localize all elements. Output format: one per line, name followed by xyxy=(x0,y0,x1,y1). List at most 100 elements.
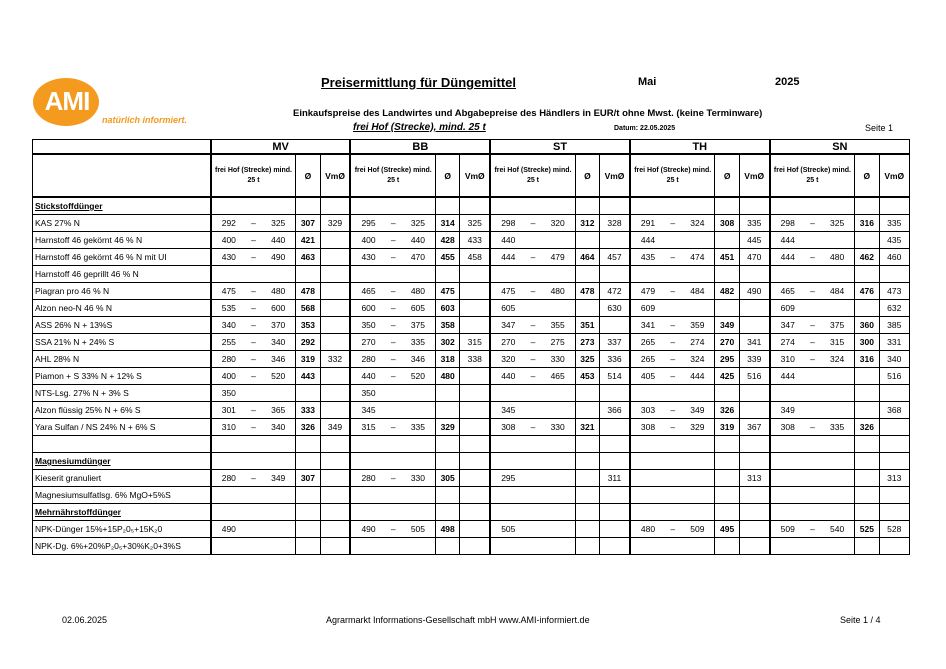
price-range: 465–480 xyxy=(349,282,437,300)
prev-month-average: 349 xyxy=(319,418,351,436)
empty-cell xyxy=(319,452,351,470)
empty-cell xyxy=(854,503,880,521)
range-dash: – xyxy=(251,303,256,313)
price-average: 498 xyxy=(435,520,461,538)
range-max: 349 xyxy=(271,473,286,483)
range-max: 340 xyxy=(271,337,286,347)
range-dash: – xyxy=(251,422,256,432)
price-range: 440–465 xyxy=(489,367,576,385)
prev-month-average: 325 xyxy=(459,214,491,232)
price-average: 462 xyxy=(854,248,880,266)
prev-month-average: 472 xyxy=(599,282,631,300)
price-average xyxy=(574,384,601,402)
price-average: 603 xyxy=(435,299,461,317)
empty-cell xyxy=(574,196,601,215)
range-dash: – xyxy=(530,371,536,381)
range-dash: – xyxy=(251,354,256,364)
range-dash: – xyxy=(390,473,396,483)
range-max: 375 xyxy=(410,320,426,330)
prev-month-average: 460 xyxy=(878,248,911,266)
price-range: 308–335 xyxy=(768,418,856,436)
empty-cell xyxy=(878,452,911,470)
prev-month-average: 528 xyxy=(878,520,911,538)
price-average xyxy=(295,537,321,555)
empty-cell xyxy=(878,435,911,453)
range-dash: – xyxy=(670,354,676,364)
prev-month-average: 337 xyxy=(599,333,631,351)
range-dash: – xyxy=(251,235,256,245)
range-max: 440 xyxy=(271,235,286,245)
range-min: 430 xyxy=(221,252,236,262)
range-min: 444 xyxy=(640,235,656,245)
range-max: 444 xyxy=(690,371,705,381)
prev-month-average xyxy=(459,299,491,317)
col-vm-header: VmØ xyxy=(459,153,491,198)
empty-cell xyxy=(209,503,297,521)
price-range: 274–315 xyxy=(768,333,856,351)
range-dash: – xyxy=(390,337,396,347)
col-range-header: frei Hof (Strecke) mind. 25 t xyxy=(628,153,716,198)
range-min: 350 xyxy=(361,320,376,330)
range-min: 609 xyxy=(780,303,795,313)
col-range-header: frei Hof (Strecke) mind. 25 t xyxy=(349,153,437,198)
prev-month-average xyxy=(319,486,351,504)
range-dash: – xyxy=(390,354,396,364)
corner-cell xyxy=(31,153,212,198)
price-average xyxy=(854,384,880,402)
price-average: 480 xyxy=(435,367,461,385)
range-min: 600 xyxy=(361,303,376,313)
range-min: 308 xyxy=(640,422,656,432)
empty-cell xyxy=(599,452,631,470)
range-min: 308 xyxy=(780,422,795,432)
price-average: 478 xyxy=(574,282,601,300)
empty-cell xyxy=(295,452,321,470)
prev-month-average xyxy=(459,316,491,334)
range-min: 280 xyxy=(221,354,236,364)
range-min: 400 xyxy=(361,235,376,245)
price-average: 270 xyxy=(714,333,740,351)
range-dash: – xyxy=(390,524,396,534)
range-min: 430 xyxy=(361,252,376,262)
empty-cell xyxy=(209,196,297,215)
price-range xyxy=(489,486,576,504)
price-average: 319 xyxy=(714,418,740,436)
empty-cell xyxy=(878,196,911,215)
prev-month-average xyxy=(319,520,351,538)
price-average: 326 xyxy=(714,401,740,419)
range-min: 345 xyxy=(501,405,516,415)
price-range: 301–365 xyxy=(209,401,297,419)
range-max: 320 xyxy=(550,218,565,228)
ami-logo: AMI natürlich informiert. xyxy=(33,78,193,128)
column-header-row: frei Hof (Strecke) mind. 25 t Ø VmØ frei Ho… xyxy=(31,153,911,198)
price-range: 509–540 xyxy=(768,520,856,538)
section-label: Mehrnährstoffdünger xyxy=(31,503,212,521)
range-min: 400 xyxy=(221,371,236,381)
range-max: 480 xyxy=(550,286,565,296)
prev-month-average xyxy=(599,418,631,436)
prev-month-average xyxy=(459,265,491,283)
price-range: 291–324 xyxy=(628,214,716,232)
range-dash: – xyxy=(251,286,256,296)
empty-cell xyxy=(768,196,856,215)
price-range: 298–320 xyxy=(489,214,576,232)
price-range: 292–325 xyxy=(209,214,297,232)
section-row: Mehrnährstoffdünger xyxy=(31,503,911,521)
price-average: 333 xyxy=(295,401,321,419)
range-max: 480 xyxy=(830,252,845,262)
prev-month-average xyxy=(319,469,351,487)
range-min: 308 xyxy=(501,422,516,432)
col-avg-header: Ø xyxy=(854,153,880,198)
range-dash: – xyxy=(670,252,676,262)
empty-cell xyxy=(459,503,491,521)
prev-month-average xyxy=(459,418,491,436)
range-min: 303 xyxy=(640,405,656,415)
spacer-row xyxy=(31,435,911,453)
range-dash: – xyxy=(670,320,676,330)
prev-month-average: 340 xyxy=(878,350,911,368)
product-label: AHL 28% N xyxy=(31,350,212,368)
